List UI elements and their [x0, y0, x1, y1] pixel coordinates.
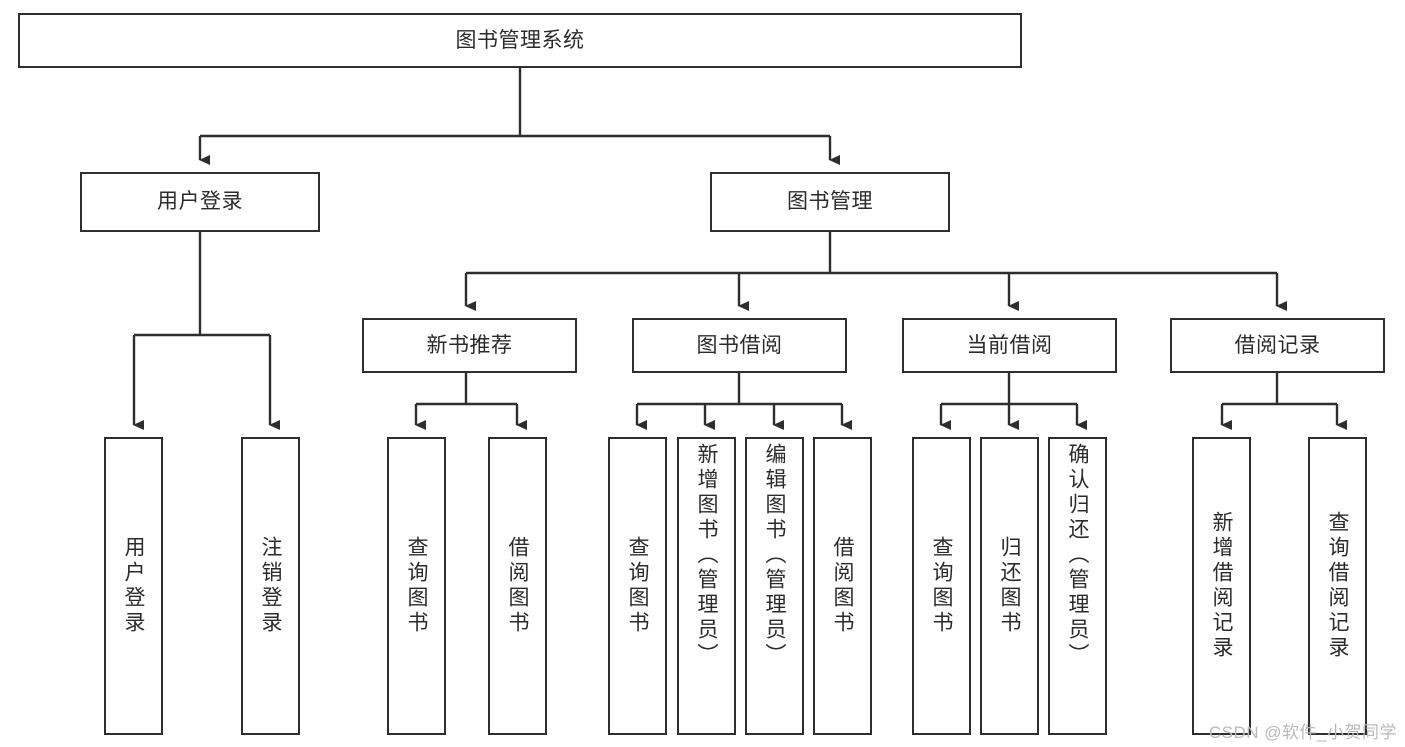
- node-current-borrow[interactable]: 当前借阅: [902, 318, 1117, 373]
- node-book-management[interactable]: 图书管理: [710, 172, 950, 232]
- node-root-label: 图书管理系统: [455, 28, 585, 52]
- node-book-borrow[interactable]: 图书借阅: [632, 318, 847, 373]
- node-leaf-return-book-label: 归还图书: [998, 536, 1021, 636]
- node-book-management-label: 图书管理: [787, 190, 873, 214]
- edge-current-borrow-to-leaves: [939, 373, 1087, 430]
- edge-new-book-recommend-to-leaves: [414, 373, 527, 430]
- node-leaf-query-book-3-label: 查询图书: [930, 536, 953, 636]
- node-leaf-add-book-label: 新增图书（管理员）: [695, 443, 718, 668]
- node-leaf-edit-book-label: 编辑图书（管理员）: [763, 443, 786, 668]
- edge-borrow-record-to-leaves: [1220, 373, 1347, 430]
- node-leaf-edit-book[interactable]: 编辑图书（管理员）: [745, 437, 804, 735]
- node-leaf-query-record-label: 查询借阅记录: [1326, 511, 1349, 661]
- node-root[interactable]: 图书管理系统: [18, 13, 1022, 68]
- node-new-book-recommend[interactable]: 新书推荐: [362, 318, 577, 373]
- node-leaf-confirm-return[interactable]: 确认归还（管理员）: [1048, 437, 1107, 735]
- node-leaf-confirm-return-label: 确认归还（管理员）: [1066, 443, 1089, 668]
- node-leaf-query-record[interactable]: 查询借阅记录: [1308, 437, 1367, 735]
- node-leaf-user-login[interactable]: 用户登录: [104, 437, 163, 735]
- node-leaf-return-book[interactable]: 归还图书: [980, 437, 1039, 735]
- node-leaf-query-book-1-label: 查询图书: [405, 536, 428, 636]
- node-current-borrow-label: 当前借阅: [966, 333, 1053, 357]
- node-leaf-user-logout[interactable]: 注销登录: [241, 437, 300, 735]
- node-user-login-label: 用户登录: [157, 190, 243, 214]
- node-leaf-query-book-3[interactable]: 查询图书: [912, 437, 971, 735]
- node-leaf-add-record-label: 新增借阅记录: [1210, 511, 1233, 661]
- edge-book-management-to-level3: [464, 232, 1287, 311]
- node-leaf-query-book-2[interactable]: 查询图书: [608, 437, 667, 735]
- edge-user-login-to-leaves: [132, 232, 280, 430]
- node-borrow-record-label: 借阅记录: [1234, 333, 1321, 357]
- node-leaf-user-login-label: 用户登录: [122, 536, 145, 636]
- node-leaf-user-logout-label: 注销登录: [259, 536, 282, 636]
- node-leaf-borrow-book-1[interactable]: 借阅图书: [488, 437, 547, 735]
- edge-book-borrow-to-leaves: [635, 373, 852, 430]
- node-borrow-record[interactable]: 借阅记录: [1170, 318, 1385, 373]
- node-leaf-query-book-2-label: 查询图书: [626, 536, 649, 636]
- node-leaf-borrow-book-2-label: 借阅图书: [831, 536, 854, 636]
- node-new-book-recommend-label: 新书推荐: [426, 333, 513, 357]
- node-user-login[interactable]: 用户登录: [80, 172, 320, 232]
- node-leaf-add-record[interactable]: 新增借阅记录: [1192, 437, 1251, 735]
- watermark-text: CSDN @软件_小贺同学: [1208, 723, 1397, 742]
- edge-root-to-level2: [198, 68, 840, 165]
- node-book-borrow-label: 图书借阅: [696, 333, 783, 357]
- node-leaf-add-book[interactable]: 新增图书（管理员）: [677, 437, 736, 735]
- node-leaf-borrow-book-2[interactable]: 借阅图书: [813, 437, 872, 735]
- node-leaf-query-book-1[interactable]: 查询图书: [387, 437, 446, 735]
- node-leaf-borrow-book-1-label: 借阅图书: [506, 536, 529, 636]
